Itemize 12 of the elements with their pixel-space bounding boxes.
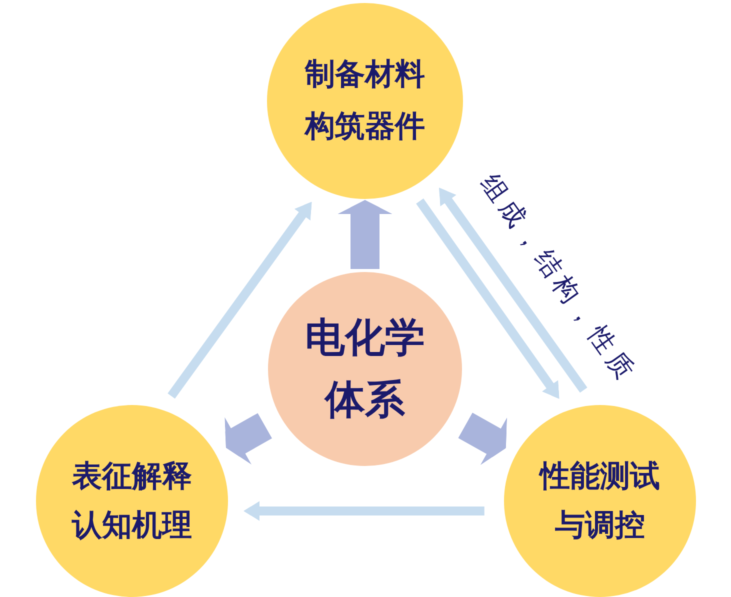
arrow (168, 202, 312, 399)
arrow (439, 188, 588, 393)
arrow (416, 198, 560, 399)
node-label: 性能测试与调控 (538, 458, 661, 545)
node-label: 电化学体系 (304, 314, 426, 425)
block-arrow (338, 200, 392, 269)
node-label: 制备材料构筑器件 (304, 56, 426, 146)
arrow (244, 501, 484, 521)
block-arrow (458, 412, 508, 466)
edge-label: 组成，结构，性质 (474, 170, 642, 388)
block-arrow (224, 413, 272, 465)
node-label: 表征解释认知机理 (70, 458, 193, 545)
